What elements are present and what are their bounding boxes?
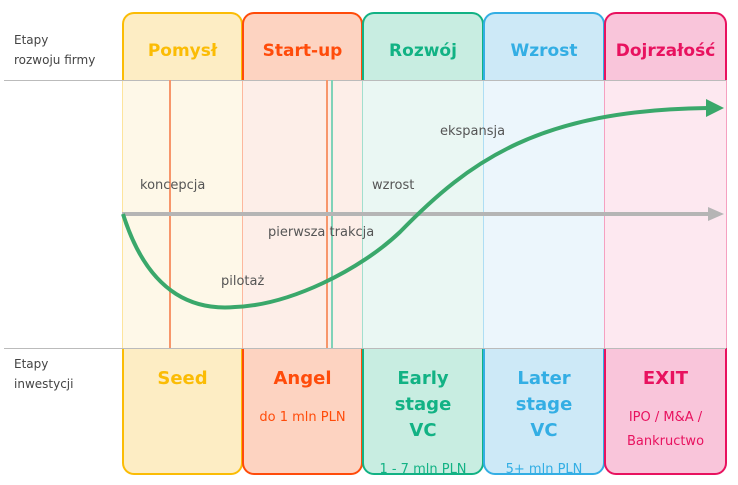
- investment-title: Seed: [157, 368, 208, 389]
- growth-curve: [121, 106, 709, 310]
- row-label-company-stages: Etapy rozwoju firmy: [14, 30, 95, 70]
- investment-card: Early stage VC 1 - 7 mln PLN: [362, 348, 484, 477]
- investment-title: Later stage VC: [515, 368, 573, 441]
- divider: [4, 80, 726, 81]
- investment-title: Angel: [273, 368, 332, 389]
- stage-header: Rozwój: [362, 12, 484, 82]
- label-line: Etapy: [14, 357, 49, 371]
- divider: [4, 348, 726, 349]
- label-line: rozwoju firmy: [14, 53, 96, 67]
- stage-title: Start-up: [262, 41, 343, 61]
- stage-title: Rozwój: [389, 41, 457, 61]
- investment-amount: 5+ mln PLN: [505, 462, 583, 477]
- investment-amount: 1 - 7 mln PLN: [379, 462, 467, 477]
- stage-header: Dojrzałość: [604, 12, 727, 82]
- stage-header: Wzrost: [483, 12, 605, 82]
- stage-title: Pomysł: [147, 41, 218, 61]
- label-wzrost: wzrost: [372, 178, 415, 193]
- row-label-investment-stages: Etapy inwestycji: [14, 354, 73, 394]
- label-line: Etapy: [14, 33, 49, 47]
- investment-card: Angel do 1 mln PLN: [242, 348, 363, 475]
- label-pierwsza-trakcja: pierwsza trakcja: [268, 225, 375, 240]
- investment-title: EXIT: [642, 368, 689, 389]
- label-line: inwestycji: [14, 377, 74, 391]
- stage-header: Start-up: [242, 12, 363, 82]
- investment-amount: IPO / M&A / Bankructwo: [626, 410, 705, 449]
- curve-arrowhead: [706, 99, 724, 117]
- investment-amount: do 1 mln PLN: [259, 410, 346, 425]
- label-ekspansja: ekspansja: [440, 124, 506, 139]
- investment-card: EXIT IPO / M&A / Bankructwo: [604, 348, 727, 475]
- stage-title: Dojrzałość: [615, 41, 716, 61]
- axis-arrowhead: [708, 207, 724, 221]
- investment-title: Early stage VC: [394, 368, 452, 441]
- label-koncepcja: koncepcja: [140, 178, 206, 193]
- investment-card: Later stage VC 5+ mln PLN: [483, 348, 605, 477]
- investment-card: Seed: [122, 348, 243, 475]
- stage-title: Wzrost: [510, 41, 578, 61]
- label-pilotaz: pilotaż: [221, 274, 265, 289]
